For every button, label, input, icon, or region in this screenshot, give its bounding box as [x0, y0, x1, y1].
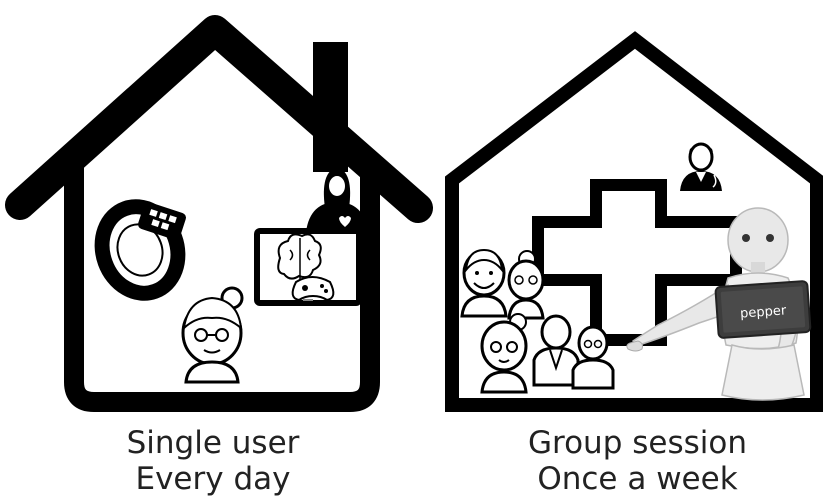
clinic-caption-line2: Once a week: [537, 461, 738, 497]
home-caption-line1: Single user: [126, 425, 300, 461]
elderly-woman-icon: [571, 325, 615, 390]
home-caption: Single user Every day: [88, 425, 338, 497]
elderly-woman-icon: [181, 286, 244, 384]
home-caption-line2: Every day: [135, 461, 291, 497]
clinic-house: [445, 31, 823, 412]
clinic-caption: Group session Once a week: [505, 425, 770, 497]
home-roof: [5, 15, 433, 223]
robot-screen-label: pepper: [740, 303, 788, 321]
elderly-man-icon: [460, 248, 508, 318]
clinic-outline: [445, 31, 823, 412]
brain-game-tablet-icon: [254, 228, 362, 306]
elderly-man-icon: [532, 314, 580, 387]
elderly-woman-icon: [480, 313, 528, 394]
doctor-icon: [680, 142, 722, 191]
elderly-group-icon: [460, 248, 615, 394]
home-house: [5, 15, 433, 412]
pepper-robot-icon: pepper: [626, 207, 812, 401]
clinic-caption-line1: Group session: [528, 425, 747, 461]
medical-cross-icon: [532, 179, 742, 346]
home-walls: [64, 160, 380, 412]
smart-bracelet-icon: [94, 199, 186, 301]
caregiver-icon: [306, 167, 368, 232]
